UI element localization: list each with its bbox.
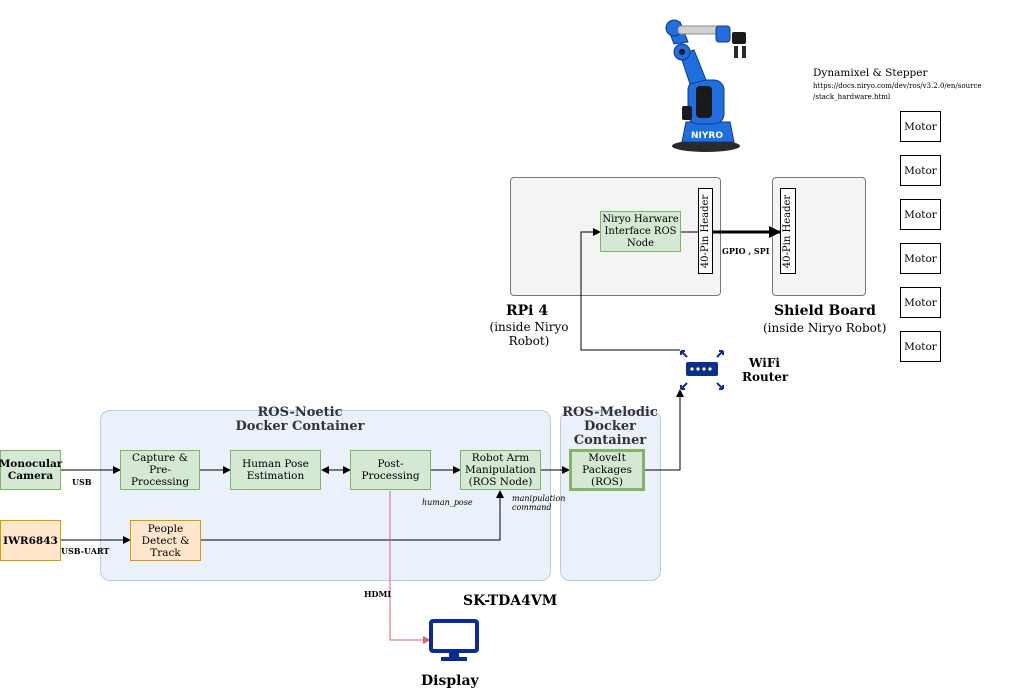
gpio-spi-label: GPIO , SPI — [722, 246, 770, 256]
human-pose-edge-label: human_pose — [422, 498, 473, 507]
edge-people-robotarm — [201, 490, 504, 541]
monitor-icon — [429, 619, 479, 661]
motors-doc-link-line2[interactable]: /stack_hardware.html — [813, 93, 891, 101]
iwr6843-radar-box: IWR6843 — [0, 520, 61, 561]
monocular-camera-box: Monocular Camera — [0, 450, 62, 490]
usb-uart-link-label: USB-UART — [61, 546, 110, 556]
ros-melodic-container — [560, 410, 661, 581]
human-pose-estimation-node: Human Pose Estimation — [230, 450, 321, 490]
usb-link-label: USB — [72, 477, 92, 487]
edge-moveit-router — [645, 389, 684, 471]
motor-box-3: Motor — [900, 199, 941, 230]
moveit-packages-node: MoveIt Packages (ROS) — [569, 449, 645, 491]
niryo-robot-image: NIYRO — [665, 19, 746, 152]
shield-board-subtitle: (inside Niryo Robot) — [763, 321, 887, 335]
ros-melodic-title: ROS-Melodic Docker Container — [562, 405, 658, 448]
robot-arm-manipulation-node: Robot Arm Manipulation (ROS Node) — [460, 450, 541, 490]
post-processing-node: Post-Processing — [350, 450, 431, 490]
display-label: Display — [421, 673, 479, 689]
shield-40pin-header: 40-Pin Header — [780, 188, 796, 274]
niryo-logo-text: NIYRO — [691, 131, 723, 141]
motors-title: Dynamixel & Stepper — [813, 67, 928, 79]
motor-box-6: Motor — [900, 331, 941, 362]
rpi4-title: RPi 4 — [506, 303, 549, 319]
hdmi-link-label: HDMI — [364, 589, 392, 599]
rpi4-subtitle: (inside Niryo Robot) — [489, 320, 569, 348]
sk-tda4vm-label: SK-TDA4VM — [463, 593, 558, 609]
motors-doc-link-line1[interactable]: https://docs.niryo.com/dev/ros/v3.2.0/en… — [813, 82, 982, 90]
capture-preprocessing-node: Capture & Pre-Processing — [120, 450, 200, 490]
shield-40pin-header-label: 40-Pin Header — [782, 194, 794, 268]
edge-router-rpinode — [580, 228, 680, 351]
wifi-router-label-line2: Router — [742, 370, 789, 384]
wifi-router-label-line1: WiFi — [749, 356, 780, 370]
rpi-40pin-header: 40-Pin Header — [698, 188, 713, 274]
edge-hdmi — [389, 491, 431, 644]
people-detect-track-node: People Detect & Track — [130, 520, 201, 561]
motor-box-4: Motor — [900, 243, 941, 274]
rpi-40pin-header-label: 40-Pin Header — [700, 194, 712, 268]
ros-noetic-title: ROS-Noetic Docker Container — [235, 405, 365, 434]
shield-board-title: Shield Board — [774, 303, 876, 319]
motor-box-5: Motor — [900, 287, 941, 318]
niryo-hardware-interface-node: Niryo Harware Interface ROS Node — [600, 211, 681, 252]
manipulation-command-edge-label: manipulation command — [512, 494, 566, 512]
motor-box-1: Motor — [900, 111, 941, 142]
wifi-router-icon — [680, 350, 724, 390]
motor-box-2: Motor — [900, 155, 941, 186]
